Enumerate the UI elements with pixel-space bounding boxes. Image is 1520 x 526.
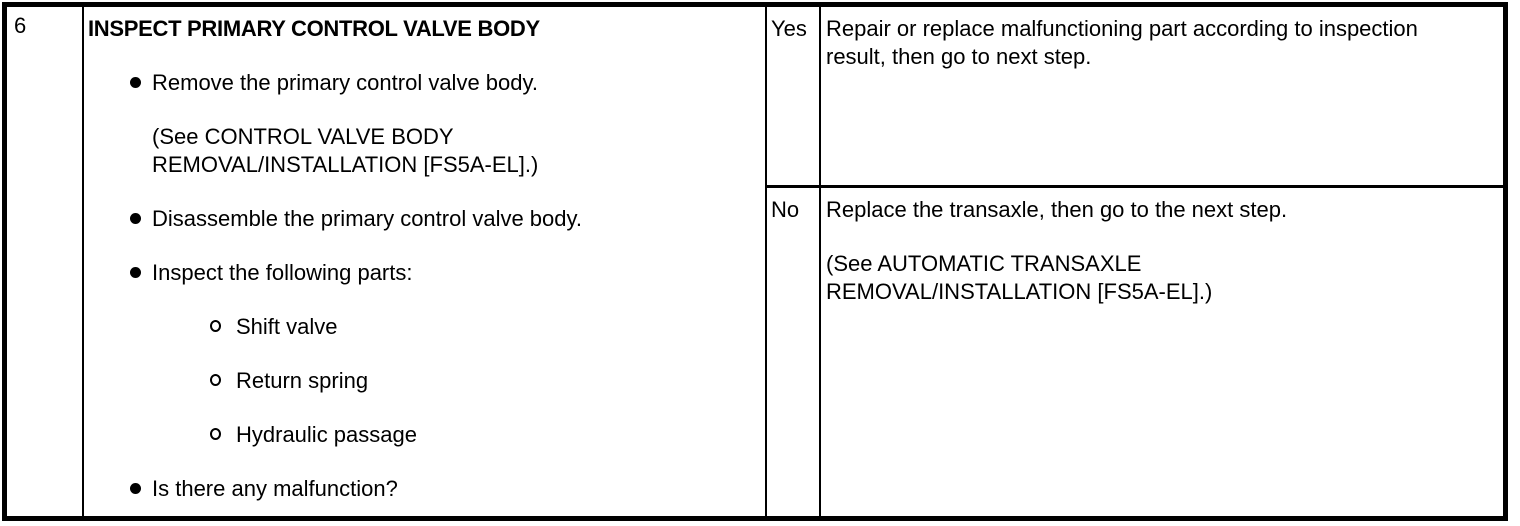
bullet-item: Is there any malfunction?: [130, 475, 755, 503]
no-cell: No: [767, 188, 821, 516]
bullet-list: Remove the primary control valve body. (…: [88, 69, 755, 503]
bullet-text: Is there any malfunction?: [152, 476, 398, 501]
circle-icon: [210, 374, 221, 386]
bullet-item: Disassemble the primary control valve bo…: [130, 205, 755, 233]
bullet-icon: [130, 267, 141, 278]
sub-bullet-item: Return spring: [210, 367, 755, 395]
diagnostic-table: 6 INSPECT PRIMARY CONTROL VALVE BODY Rem…: [2, 2, 1508, 521]
bullet-item: Remove the primary control valve body. (…: [130, 69, 755, 179]
inspection-cell: INSPECT PRIMARY CONTROL VALVE BODY Remov…: [84, 7, 767, 516]
no-see-reference-note: (See AUTOMATIC TRANSAXLE REMOVAL/INSTALL…: [826, 251, 1213, 304]
bullet-text: Disassemble the primary control valve bo…: [152, 206, 582, 231]
sub-bullet-item: Shift valve: [210, 313, 755, 341]
inspection-title: INSPECT PRIMARY CONTROL VALVE BODY: [88, 16, 540, 41]
see-reference-note: (See CONTROL VALVE BODY REMOVAL/INSTALLA…: [152, 124, 539, 177]
circle-icon: [210, 320, 221, 332]
yes-cell: Yes: [767, 7, 821, 188]
sub-bullet-text: Shift valve: [236, 314, 338, 339]
step-number-cell: 6: [7, 7, 84, 516]
no-action-cell: Replace the transaxle, then go to the ne…: [821, 188, 1503, 516]
sub-bullet-list: Shift valve Return spring Hydraulic pass…: [152, 313, 755, 449]
step-number: 6: [14, 13, 27, 38]
yes-label: Yes: [771, 16, 807, 41]
no-action-text: Replace the transaxle, then go to the ne…: [826, 197, 1288, 222]
bullet-icon: [130, 77, 141, 88]
bullet-item: Inspect the following parts: Shift valve…: [130, 259, 755, 449]
bullet-text: Remove the primary control valve body.: [152, 70, 538, 95]
bullet-text: Inspect the following parts:: [152, 260, 413, 285]
circle-icon: [210, 428, 221, 440]
bullet-icon: [130, 483, 141, 494]
no-label: No: [771, 197, 800, 222]
yes-action-text: Repair or replace malfunctioning part ac…: [826, 16, 1418, 69]
sub-bullet-item: Hydraulic passage: [210, 421, 755, 449]
sub-bullet-text: Hydraulic passage: [236, 422, 417, 447]
sub-bullet-text: Return spring: [236, 368, 369, 393]
yes-action-cell: Repair or replace malfunctioning part ac…: [821, 7, 1503, 188]
bullet-icon: [130, 213, 141, 224]
